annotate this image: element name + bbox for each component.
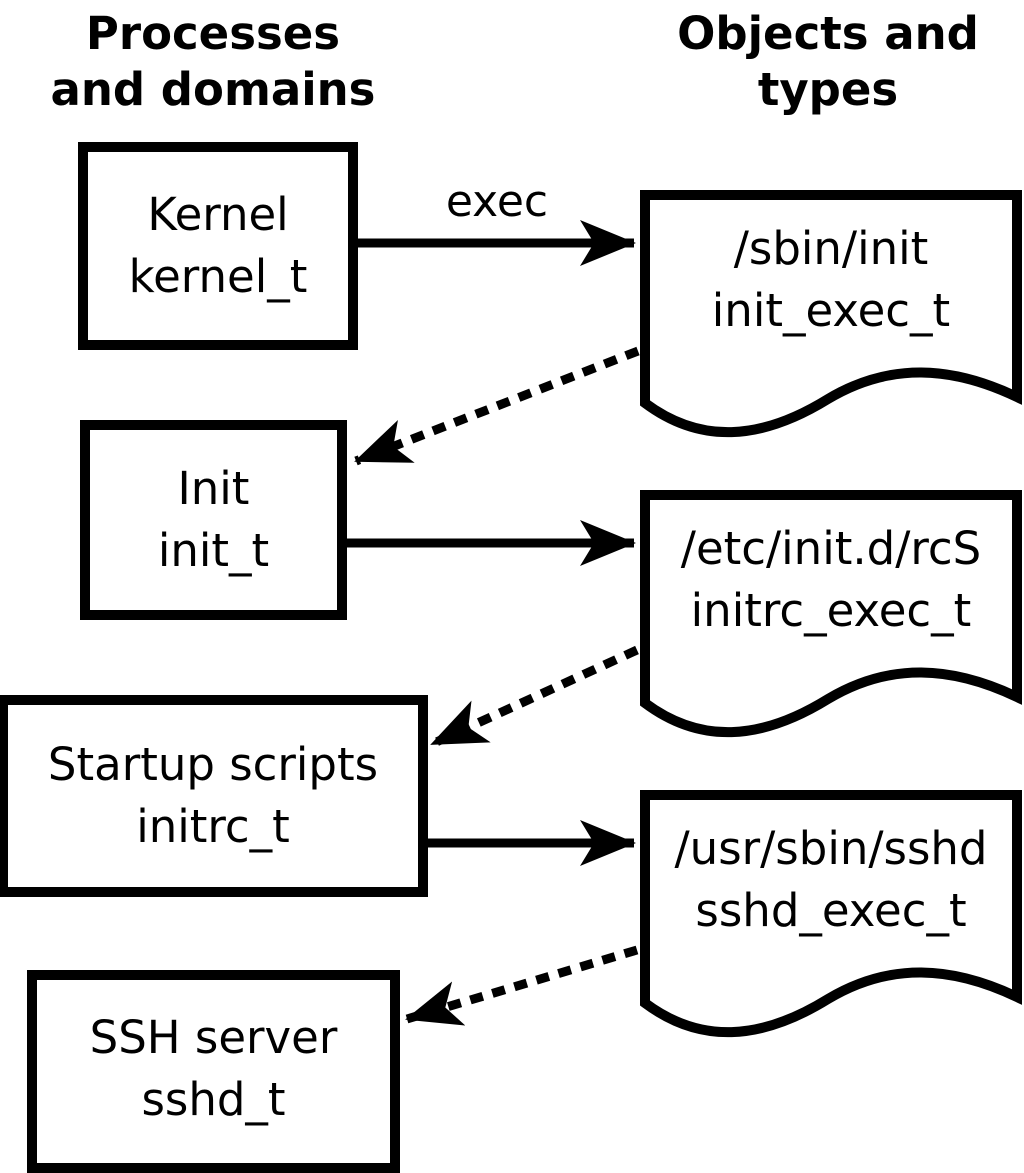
dotted-arrow-sshd-to-ssh-server: [405, 945, 639, 1026]
process-label-init: Init init_t: [95, 425, 332, 615]
process-box-ssh-server: [27, 970, 400, 1173]
process-box-kernel: [78, 142, 358, 350]
column-header-objects-line1: Objects and: [677, 7, 979, 60]
process-type: init_t: [157, 524, 270, 577]
column-header-processes-line1: Processes: [85, 7, 341, 60]
process-name: SSH server: [89, 1011, 338, 1064]
document-label-sbin-init: /sbin/init init_exec_t: [645, 218, 1017, 342]
document-label-etc-initd-rcs: /etc/init.d/rcS initrc_exec_t: [645, 518, 1017, 642]
document-label-usr-sbin-sshd: /usr/sbin/sshd sshd_exec_t: [645, 818, 1017, 942]
dotted-arrow-sbin-init-to-init: [354, 346, 640, 466]
dotted-arrow-rcs-to-startup: [430, 645, 639, 749]
process-type: kernel_t: [128, 250, 308, 303]
object-type: sshd_exec_t: [695, 884, 967, 937]
object-path: /etc/init.d/rcS: [680, 522, 982, 575]
process-type: initrc_t: [136, 800, 290, 853]
process-box-startup-scripts: [0, 695, 428, 897]
process-box-init: [80, 420, 347, 620]
object-path: /usr/sbin/sshd: [674, 822, 988, 875]
exec-arrow-label: exec: [445, 176, 549, 227]
column-header-objects-line2: types: [757, 63, 899, 116]
column-header-processes: Processes and domains: [13, 6, 413, 118]
process-label-kernel: Kernel kernel_t: [93, 152, 343, 340]
process-label-ssh-server: SSH server sshd_t: [37, 975, 390, 1163]
object-type: initrc_exec_t: [690, 584, 972, 637]
process-name: Init: [177, 462, 250, 515]
column-header-objects: Objects and types: [632, 6, 1024, 118]
column-header-processes-line2: and domains: [50, 63, 376, 116]
process-name: Kernel: [147, 188, 289, 241]
object-path: /sbin/init: [733, 222, 929, 275]
process-label-startup-scripts: Startup scripts initrc_t: [8, 700, 418, 892]
process-name: Startup scripts: [47, 738, 379, 791]
process-type: sshd_t: [141, 1073, 286, 1126]
object-type: init_exec_t: [711, 284, 951, 337]
